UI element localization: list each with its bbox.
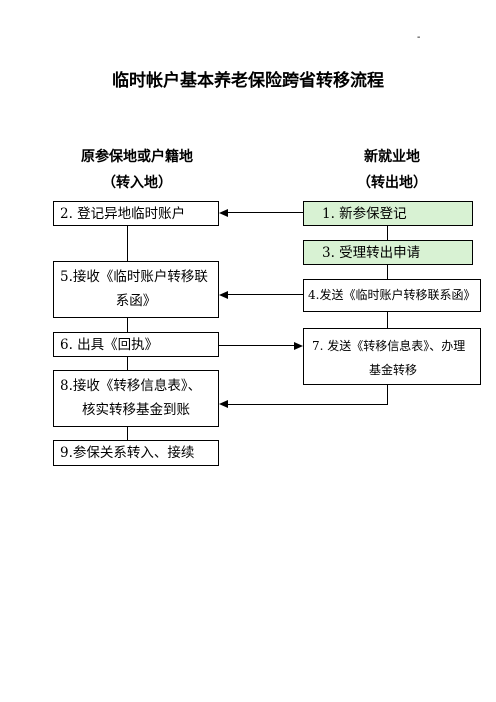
step-1-text: 1. 新参保登记	[322, 206, 407, 222]
arrow-6-to-7-line	[218, 345, 295, 346]
step-2-text: 2. 登记异地临时账户	[60, 206, 186, 222]
right-column-heading-text: 新就业地	[364, 149, 420, 165]
right-column-subheading: （转出地）	[357, 175, 427, 191]
left-column-heading: 原参保地或户籍地 （转入地）	[52, 144, 222, 196]
step-7-text-line-2: 基金转移	[368, 363, 417, 377]
step-4-text: 4.发送《临时账户转移联系函》	[308, 288, 476, 302]
step-1-box: 1. 新参保登记	[303, 201, 473, 226]
page-title: 临时帐户基本养老保险跨省转移流程	[112, 71, 384, 91]
arrow-7-to-8-head	[219, 400, 228, 408]
arrow-4-to-5-line	[226, 294, 303, 295]
step-9-box: 9.参保关系转入、接续	[53, 440, 219, 466]
step-8-text-line-2: 核实转移基金到账	[82, 402, 190, 418]
arrow-1-to-2-line	[226, 212, 303, 213]
step-8-text-line-1: 8.接收《转移信息表》、	[60, 378, 202, 394]
arrow-7-to-8-line	[226, 404, 388, 405]
step-4-box: 4.发送《临时账户转移联系函》	[303, 279, 481, 312]
step-6-box: 6. 出具《回执》	[53, 332, 219, 357]
corner-mark: -	[417, 32, 421, 43]
left-vertical-connector	[127, 201, 128, 449]
left-column-subheading: （转入地）	[102, 175, 172, 191]
step-3-box: 3. 受理转出申请	[303, 240, 473, 265]
step-6-text: 6. 出具《回执》	[60, 337, 159, 353]
arrow-4-to-5-head	[219, 291, 228, 299]
step-5-box: 5.接收《临时账户转移联 系函》	[53, 261, 219, 318]
step-5-text-line-1: 5.接收《临时账户转移联	[60, 269, 208, 285]
step-2-box: 2. 登记异地临时账户	[53, 201, 219, 226]
step-3-text: 3. 受理转出申请	[322, 245, 421, 261]
left-column-heading-text: 原参保地或户籍地	[81, 149, 193, 165]
arrow-6-to-7-head	[294, 342, 303, 350]
arrow-1-to-2-head	[219, 209, 228, 217]
step-5-text-line-2: 系函》	[115, 293, 157, 309]
step-8-box: 8.接收《转移信息表》、 核实转移基金到账	[53, 370, 219, 427]
step-7-box: 7. 发送《转移信息表》、办理 基金转移	[303, 328, 481, 385]
step-9-text: 9.参保关系转入、接续	[60, 445, 195, 461]
right-column-heading: 新就业地 （转出地）	[302, 144, 482, 196]
step-7-text-line-1: 7. 发送《转移信息表》、办理	[312, 339, 466, 353]
